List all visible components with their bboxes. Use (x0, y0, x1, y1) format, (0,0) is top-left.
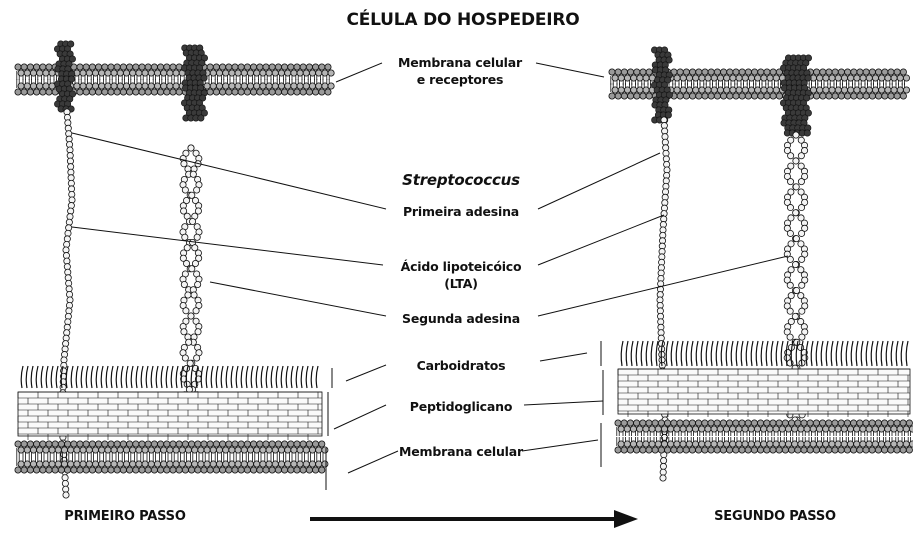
bacterial-membrane-right (615, 420, 913, 453)
label-carbohydrates: Carboidratos (386, 357, 536, 374)
label-species: Streptococcus (386, 171, 536, 189)
receptor-left-1 (54, 41, 75, 112)
progress-arrow (310, 510, 638, 528)
label-host-membrane-line2: e receptores (380, 71, 540, 88)
lta-chain-left (59, 109, 75, 498)
label-second-step: SEGUNDO PASSO (690, 509, 860, 524)
label-host-membrane: Membrana celular e receptores (380, 54, 540, 88)
label-second-adhesin: Segunda adesina (386, 310, 536, 327)
label-lta: Ácido lipoteicóico (LTA) (386, 258, 536, 292)
label-lta-line2: (LTA) (386, 275, 536, 292)
diagram-title: CÉLULA DO HOSPEDEIRO (328, 10, 598, 30)
label-lta-line1: Ácido lipoteicóico (386, 258, 536, 275)
label-peptidoglycan: Peptidoglicano (386, 398, 536, 415)
peptidoglycan-left (18, 392, 322, 440)
peptidoglycan-right (618, 369, 910, 417)
label-first-step: PRIMEIRO PASSO (40, 509, 210, 524)
receptor-right-1 (651, 47, 672, 123)
label-bacterial-membrane: Membrana celular (386, 443, 536, 460)
label-host-membrane-line1: Membrana celular (380, 54, 540, 71)
second-adhesin-left (180, 145, 202, 403)
label-first-adhesin: Primeira adesina (386, 203, 536, 220)
receptor-left-2 (181, 45, 207, 121)
receptor-right-2 (780, 55, 811, 136)
